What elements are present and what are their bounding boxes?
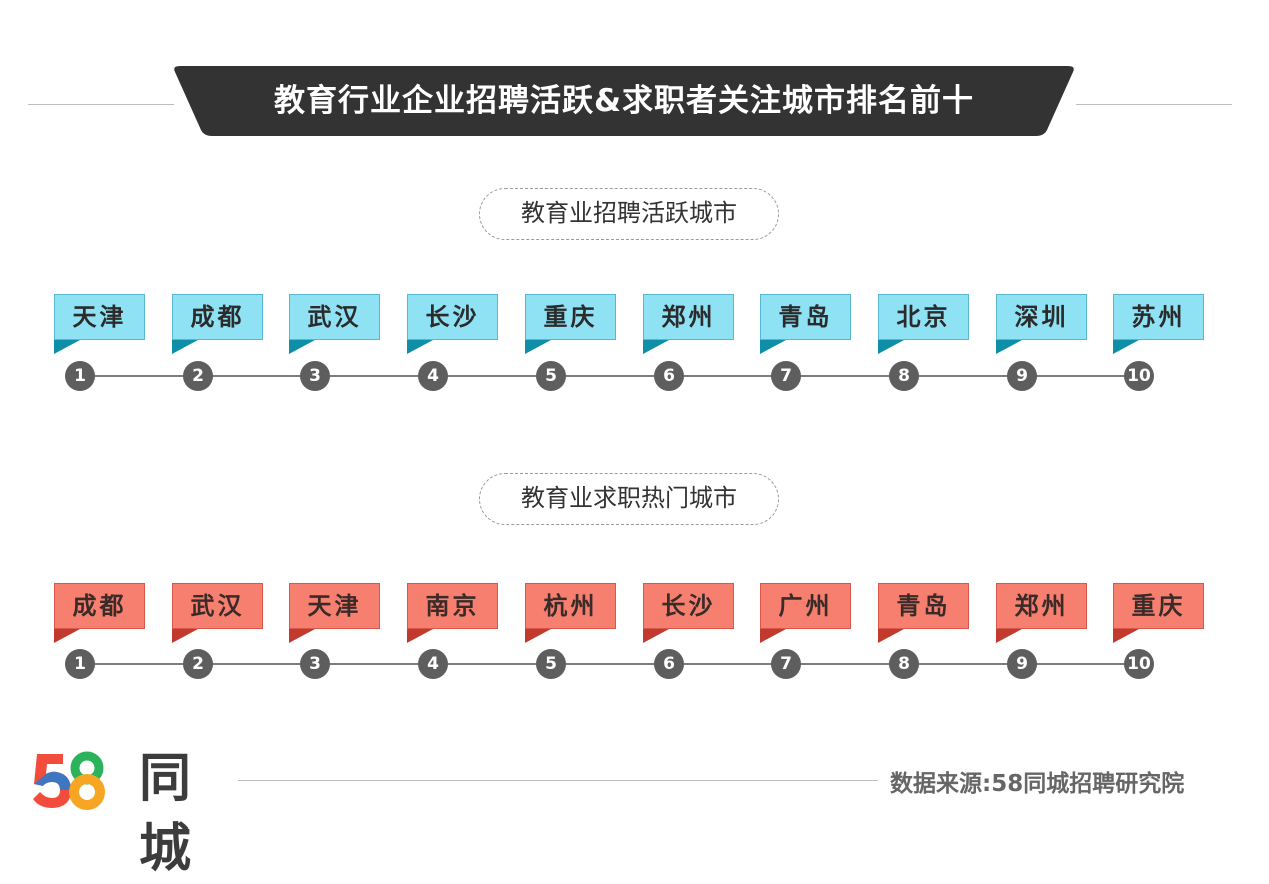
city-name: 郑州 — [643, 294, 734, 340]
city-name: 苏州 — [1113, 294, 1204, 340]
city-tag-fold — [996, 340, 1022, 354]
rank-number: 2 — [183, 361, 213, 391]
city-name: 郑州 — [996, 583, 1087, 629]
city-name: 成都 — [54, 583, 145, 629]
city-tag: 成都 — [54, 583, 145, 643]
city-tag: 北京 — [878, 294, 969, 354]
city-tag-fold — [760, 629, 786, 643]
city-name: 青岛 — [760, 294, 851, 340]
city-name: 武汉 — [172, 583, 263, 629]
city-tag: 青岛 — [760, 294, 851, 354]
logo-text: 同城 — [139, 749, 193, 879]
rank-number: 4 — [418, 361, 448, 391]
page-title: 教育行业企业招聘活跃&求职者关注城市排名前十 — [273, 83, 975, 119]
rank-number: 9 — [1007, 361, 1037, 391]
logo-58-icon — [33, 751, 105, 810]
city-tag-fold — [407, 340, 433, 354]
city-tag-fold — [878, 629, 904, 643]
city-tag-fold — [289, 629, 315, 643]
data-source: 数据来源:58同城招聘研究院 — [890, 771, 1185, 797]
rank-number: 1 — [65, 649, 95, 679]
city-name: 杭州 — [525, 583, 616, 629]
rank-number: 6 — [654, 649, 684, 679]
city-name: 长沙 — [643, 583, 734, 629]
city-tag: 郑州 — [643, 294, 734, 354]
city-tag-fold — [407, 629, 433, 643]
city-name: 长沙 — [407, 294, 498, 340]
rank-number: 8 — [889, 361, 919, 391]
city-tag-fold — [760, 340, 786, 354]
rank-number: 5 — [536, 649, 566, 679]
rank-number: 2 — [183, 649, 213, 679]
city-name: 广州 — [760, 583, 851, 629]
section-title-jobseeker: 教育业求职热门城市 — [479, 473, 779, 525]
city-tag-fold — [525, 629, 551, 643]
city-tag: 天津 — [54, 294, 145, 354]
city-tag-fold — [289, 340, 315, 354]
city-tag: 天津 — [289, 583, 380, 643]
city-name: 武汉 — [289, 294, 380, 340]
city-tag-fold — [643, 629, 669, 643]
footer-rule — [238, 780, 878, 781]
city-tag-fold — [1113, 340, 1139, 354]
rank-number: 4 — [418, 649, 448, 679]
city-tag: 南京 — [407, 583, 498, 643]
timeline-line — [80, 375, 1139, 377]
city-tag-fold — [172, 629, 198, 643]
city-tag: 郑州 — [996, 583, 1087, 643]
city-tag-fold — [54, 629, 80, 643]
city-tag: 长沙 — [643, 583, 734, 643]
rank-number: 1 — [65, 361, 95, 391]
city-name: 青岛 — [878, 583, 969, 629]
city-tag-fold — [643, 340, 669, 354]
city-tag: 重庆 — [1113, 583, 1204, 643]
city-tag-fold — [996, 629, 1022, 643]
city-tag-fold — [172, 340, 198, 354]
rank-number: 5 — [536, 361, 566, 391]
city-name: 天津 — [54, 294, 145, 340]
rank-number: 8 — [889, 649, 919, 679]
city-name: 北京 — [878, 294, 969, 340]
logo-58tongcheng: 同城 — [31, 744, 231, 879]
city-name: 成都 — [172, 294, 263, 340]
city-tag: 广州 — [760, 583, 851, 643]
city-name: 南京 — [407, 583, 498, 629]
city-tag: 苏州 — [1113, 294, 1204, 354]
timeline-line — [80, 663, 1139, 665]
city-name: 天津 — [289, 583, 380, 629]
city-tag: 成都 — [172, 294, 263, 354]
city-tag: 深圳 — [996, 294, 1087, 354]
rank-number: 7 — [771, 361, 801, 391]
banner-shape — [174, 66, 1074, 136]
city-tag: 重庆 — [525, 294, 616, 354]
city-tag: 杭州 — [525, 583, 616, 643]
city-name: 深圳 — [996, 294, 1087, 340]
city-tag: 武汉 — [172, 583, 263, 643]
city-tag-fold — [1113, 629, 1139, 643]
rank-number: 10 — [1124, 361, 1154, 391]
city-tag: 青岛 — [878, 583, 969, 643]
title-left-rule — [28, 104, 174, 105]
rank-number: 3 — [300, 361, 330, 391]
city-tag-fold — [54, 340, 80, 354]
rank-number: 6 — [654, 361, 684, 391]
title-banner: 教育行业企业招聘活跃&求职者关注城市排名前十 — [174, 66, 1074, 136]
rank-number: 10 — [1124, 649, 1154, 679]
section-title-hiring: 教育业招聘活跃城市 — [479, 188, 779, 240]
city-tag-fold — [525, 340, 551, 354]
title-right-rule — [1076, 104, 1232, 105]
rank-number: 7 — [771, 649, 801, 679]
city-tag-fold — [878, 340, 904, 354]
city-tag: 长沙 — [407, 294, 498, 354]
city-tag: 武汉 — [289, 294, 380, 354]
city-name: 重庆 — [1113, 583, 1204, 629]
city-name: 重庆 — [525, 294, 616, 340]
rank-number: 9 — [1007, 649, 1037, 679]
rank-number: 3 — [300, 649, 330, 679]
